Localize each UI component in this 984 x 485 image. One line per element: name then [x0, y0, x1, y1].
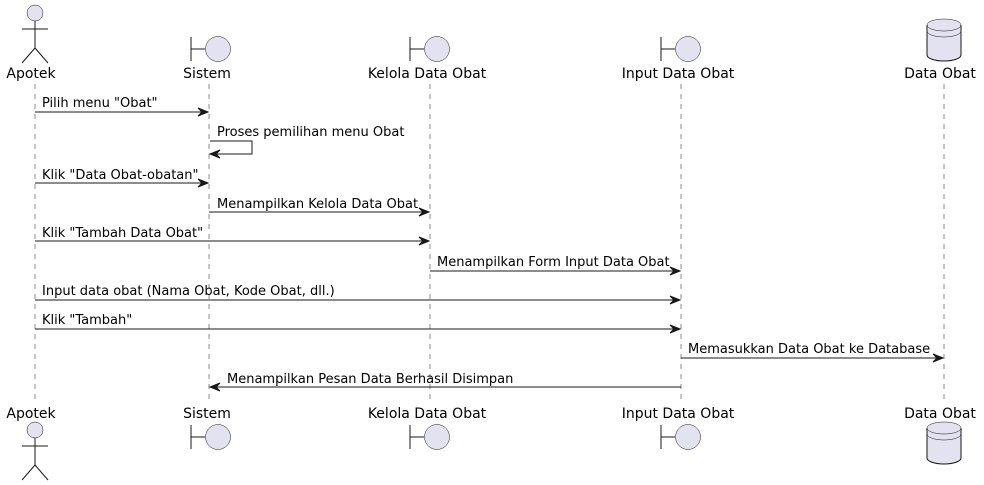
- arrowhead-3: [197, 178, 210, 188]
- arrowhead-8: [669, 324, 682, 334]
- boundary-icon-sistem-bottom: [190, 424, 231, 450]
- participant-label-apotek-top: Apotek: [6, 66, 56, 82]
- participant-label-sistem-top: Sistem: [183, 66, 231, 82]
- boundary-icon-kelola-bottom: [409, 424, 450, 450]
- participant-label-input-bottom: Input Data Obat: [622, 406, 735, 422]
- actor-icon-apotek-bottom: [21, 421, 49, 481]
- participant-label-kelola-bottom: Kelola Data Obat: [368, 406, 487, 422]
- boundary-icon-kelola-top: [409, 36, 450, 62]
- database-icon-data-obat-bottom: [926, 421, 962, 465]
- message-label-3: Klik "Data Obat-obatan": [42, 168, 199, 183]
- boundary-icon-sistem-top: [190, 36, 231, 62]
- arrowhead-6: [669, 266, 682, 276]
- message-label-1: Pilih menu "Obat": [42, 96, 158, 111]
- message-label-9: Memasukkan Data Obat ke Database: [688, 342, 930, 357]
- participant-label-apotek-bottom: Apotek: [6, 406, 56, 422]
- arrowhead-1: [197, 107, 210, 117]
- arrowhead-9: [932, 353, 945, 363]
- database-icon-data-obat-top: [926, 18, 962, 62]
- participant-label-data-obat-bottom: Data Obat: [904, 406, 976, 422]
- arrowhead-2: [208, 149, 221, 159]
- actor-icon-apotek-top: [21, 4, 49, 64]
- participant-label-kelola-top: Kelola Data Obat: [368, 66, 487, 82]
- boundary-icon-input-bottom: [660, 424, 701, 450]
- boundary-icon-input-top: [660, 36, 701, 62]
- message-label-7: Input data obat (Nama Obat, Kode Obat, d…: [42, 284, 335, 299]
- message-label-5: Klik "Tambah Data Obat": [42, 226, 203, 241]
- message-label-10: Menampilkan Pesan Data Berhasil Disimpan: [227, 372, 513, 387]
- message-label-4: Menampilkan Kelola Data Obat: [217, 197, 418, 212]
- message-arrow-2: [210, 140, 253, 155]
- message-label-8: Klik "Tambah": [42, 313, 132, 328]
- arrowhead-10: [208, 382, 221, 392]
- participant-label-data-obat-top: Data Obat: [904, 66, 976, 82]
- message-label-6: Menampilkan Form Input Data Obat: [437, 255, 670, 270]
- arrowhead-7: [669, 295, 682, 305]
- arrowhead-4: [418, 207, 431, 217]
- arrowhead-5: [418, 236, 431, 246]
- participant-label-input-top: Input Data Obat: [622, 66, 735, 82]
- message-label-2: Proses pemilihan menu Obat: [217, 125, 404, 140]
- participant-label-sistem-bottom: Sistem: [183, 406, 231, 422]
